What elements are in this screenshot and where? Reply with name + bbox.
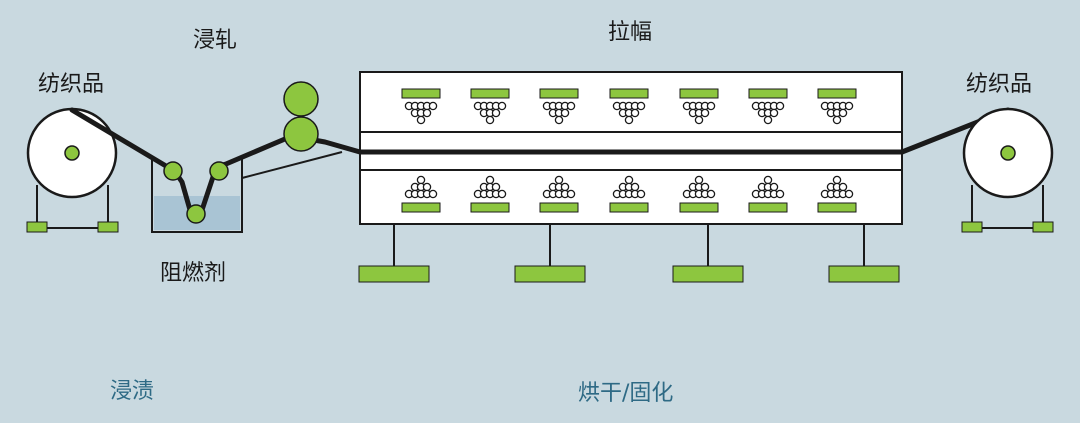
heater-units [401,88,857,213]
heater-bottom-1 [401,175,441,213]
heater-top-6 [748,88,788,125]
heater-top-4 [609,88,649,125]
padding-label: 浸轧 [193,28,238,53]
heater-top-7 [817,88,857,125]
tenter-label: 拉幅 [608,20,653,45]
flame-retardant-label: 阻燃剂 [160,261,227,286]
heater-bottom-4 [609,175,649,213]
left-fabric-label: 纺织品 [38,72,105,97]
heater-top-5 [679,88,719,125]
heater-top-3 [539,88,579,125]
heater-top-1 [401,88,441,125]
heater-bottom-6 [748,175,788,213]
right-fabric-label: 纺织品 [966,72,1033,97]
impregnation-bath [151,151,343,233]
right-fabric-roll [961,107,1054,233]
tenter-legs [358,224,900,283]
heater-bottom-5 [679,175,719,213]
heater-bottom-7 [817,175,857,213]
heater-bottom-2 [470,175,510,213]
drying-curing-stage-label: 烘干/固化 [578,381,674,406]
padding-rollers [283,81,319,152]
heater-top-2 [470,88,510,125]
bath-rollers [163,161,229,224]
left-fabric-roll [26,107,119,233]
tenter-frame [359,71,903,225]
impregnation-stage-label: 浸渍 [110,379,155,404]
heater-bottom-3 [539,175,579,213]
